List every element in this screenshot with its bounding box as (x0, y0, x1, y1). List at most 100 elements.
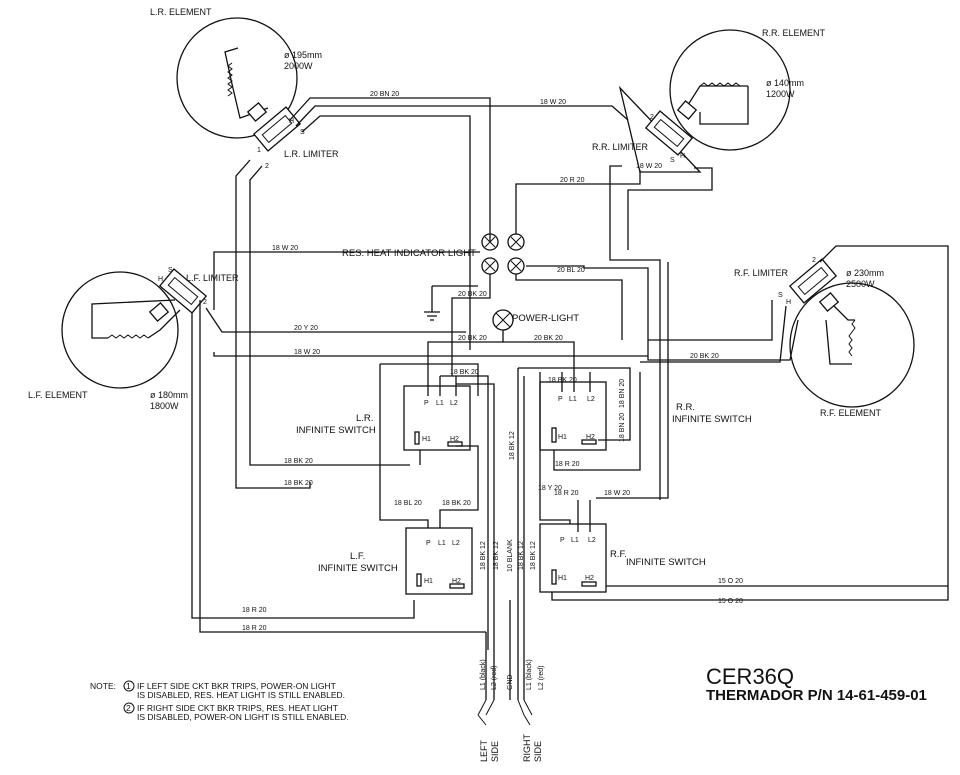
switch-rr-line1: R.R. (676, 402, 695, 413)
limiter-lf-label: L.F. LIMITER (186, 273, 239, 283)
svg-text:18 BK 12: 18 BK 12 (518, 541, 525, 570)
svg-text:P: P (560, 537, 565, 544)
switch-lf: P L1 L2 H1 H2 (405, 527, 473, 595)
element-rf-watts: 2500W (846, 279, 875, 289)
switch-rr: P L1 L2 H1 H2 (517, 367, 641, 650)
limiter-rf-label: R.F. LIMITER (734, 268, 789, 278)
switch-lf-line1: L.F. (350, 551, 365, 562)
element-rr-lead-top (685, 85, 748, 109)
svg-text:20 Y 20: 20 Y 20 (294, 325, 318, 332)
model-title: CER36Q (706, 664, 794, 689)
svg-text:18 W 20: 18 W 20 (294, 349, 320, 356)
svg-text:H1: H1 (558, 434, 567, 441)
svg-text:H1: H1 (422, 436, 431, 443)
svg-text:L1: L1 (436, 400, 444, 407)
svg-text:H2: H2 (450, 436, 459, 443)
svg-text:P: P (426, 540, 431, 547)
element-lf-lead-bottom (147, 309, 181, 339)
element-rr-circle (669, 29, 791, 151)
svg-text:18 BK 12: 18 BK 12 (509, 431, 516, 460)
note-2-line1: IF RIGHT SIDE CKT BKR TRIPS, RES. HEAT L… (137, 703, 338, 713)
svg-text:H2: H2 (585, 575, 594, 582)
element-lf-size: ø 180mm (150, 390, 188, 400)
supply-leads: L1 (black) L2 (red) GND L1 (black) L2 (r… (477, 600, 545, 762)
element-lf (61, 271, 181, 389)
limiter-lr-h: H (289, 118, 294, 125)
limiter-rr-label: R.R. LIMITER (592, 142, 649, 152)
note-label: NOTE: (90, 681, 116, 691)
svg-text:2: 2 (126, 703, 131, 713)
element-lf-name: L.F. ELEMENT (28, 390, 88, 400)
element-lf-lead-top (91, 299, 176, 339)
notes: NOTE: 1 IF LEFT SIDE CKT BKR TRIPS, POWE… (90, 680, 349, 722)
limiter-rf-h: H (786, 299, 791, 306)
svg-text:20 BK 20: 20 BK 20 (690, 353, 719, 360)
left-side-line1: LEFT (479, 739, 489, 762)
svg-text:L2: L2 (587, 396, 595, 403)
limiter-rr-h: H (680, 153, 685, 160)
note-2-line2: IS DISABLED, POWER-ON LIGHT IS STILL ENA… (137, 712, 349, 722)
supply-l2-right: L2 (red) (538, 665, 545, 690)
element-lf-coil (107, 334, 149, 339)
svg-text:18 R 20: 18 R 20 (242, 607, 267, 614)
element-lr-coil (227, 62, 233, 97)
limiter-rf-s: S (778, 292, 783, 299)
element-rf-sensor (818, 291, 840, 313)
svg-text:15 O 20: 15 O 20 (718, 598, 743, 605)
svg-text:20 BK 20: 20 BK 20 (458, 291, 487, 298)
svg-text:18 W 20: 18 W 20 (604, 490, 630, 497)
element-rr-size: ø 140mm (766, 78, 804, 88)
svg-text:18 BK 12: 18 BK 12 (480, 541, 487, 570)
limiter-lr: H S 1 2 (252, 106, 305, 170)
svg-text:1: 1 (126, 681, 131, 691)
svg-text:18 BK 12: 18 BK 12 (493, 541, 500, 570)
limiter-lf-2: 2 (203, 299, 207, 306)
right-side-line2: SIDE (533, 741, 543, 762)
limiter-lr-1: 1 (257, 147, 261, 154)
svg-text:20 BK 20: 20 BK 20 (534, 335, 563, 342)
limiter-lr-label: L.R. LIMITER (284, 149, 339, 159)
svg-text:L1: L1 (569, 396, 577, 403)
svg-text:L1: L1 (571, 537, 579, 544)
svg-text:20 BL 20: 20 BL 20 (557, 267, 585, 274)
supply-l2-left: L2 (red) (491, 665, 498, 690)
svg-text:18 W 20: 18 W 20 (272, 245, 298, 252)
svg-text:L2: L2 (452, 540, 460, 547)
element-lf-circle (61, 271, 179, 389)
svg-text:18 W 20: 18 W 20 (540, 99, 566, 106)
svg-text:L2: L2 (450, 400, 458, 407)
element-lr-size: ø 195mm (284, 50, 322, 60)
element-rf-coil (848, 319, 856, 357)
svg-text:18 BK 20: 18 BK 20 (284, 480, 313, 487)
svg-text:H2: H2 (586, 434, 595, 441)
element-lr-name: L.R. ELEMENT (150, 7, 212, 17)
part-number: THERMADOR P/N 14-61-459-01 (706, 687, 927, 704)
svg-text:P: P (424, 400, 429, 407)
switch-rf: P L1 L2 H1 H2 (539, 500, 607, 593)
limiter-rf: 2 S H (778, 257, 838, 306)
element-lr-sensor (246, 101, 268, 123)
element-rr-sensor (676, 99, 698, 121)
switch-lr-line2: INFINITE SWITCH (296, 425, 376, 436)
svg-text:18 BL 20: 18 BL 20 (394, 500, 422, 507)
note-1-line2: IS DISABLED, RES. HEAT LIGHT IS STILL EN… (137, 690, 345, 700)
element-rr (669, 29, 791, 151)
note-1-line1: IF LEFT SIDE CKT BKR TRIPS, POWER-ON LIG… (137, 681, 336, 691)
svg-text:H1: H1 (424, 578, 433, 585)
svg-text:20 BN 20: 20 BN 20 (370, 91, 399, 98)
svg-text:10 BLANK: 10 BLANK (507, 539, 514, 572)
element-rr-lead-bottom (699, 86, 749, 125)
element-rr-watts: 1200W (766, 89, 795, 99)
svg-text:18 BK 20: 18 BK 20 (442, 500, 471, 507)
svg-text:18 R 20: 18 R 20 (554, 490, 579, 497)
limiter-lr-s: S (300, 129, 305, 136)
svg-text:18 BK 12: 18 BK 12 (530, 541, 537, 570)
switch-rf-line1: R.F. (610, 549, 627, 560)
svg-text:15 O 20: 15 O 20 (718, 578, 743, 585)
svg-text:P: P (558, 396, 563, 403)
svg-text:18 Y 20: 18 Y 20 (538, 485, 562, 492)
svg-text:18 BK 20: 18 BK 20 (284, 458, 313, 465)
element-lf-sensor (148, 301, 170, 323)
wiring (191, 97, 949, 633)
supply-l1-left: L1 (black) (480, 659, 487, 690)
